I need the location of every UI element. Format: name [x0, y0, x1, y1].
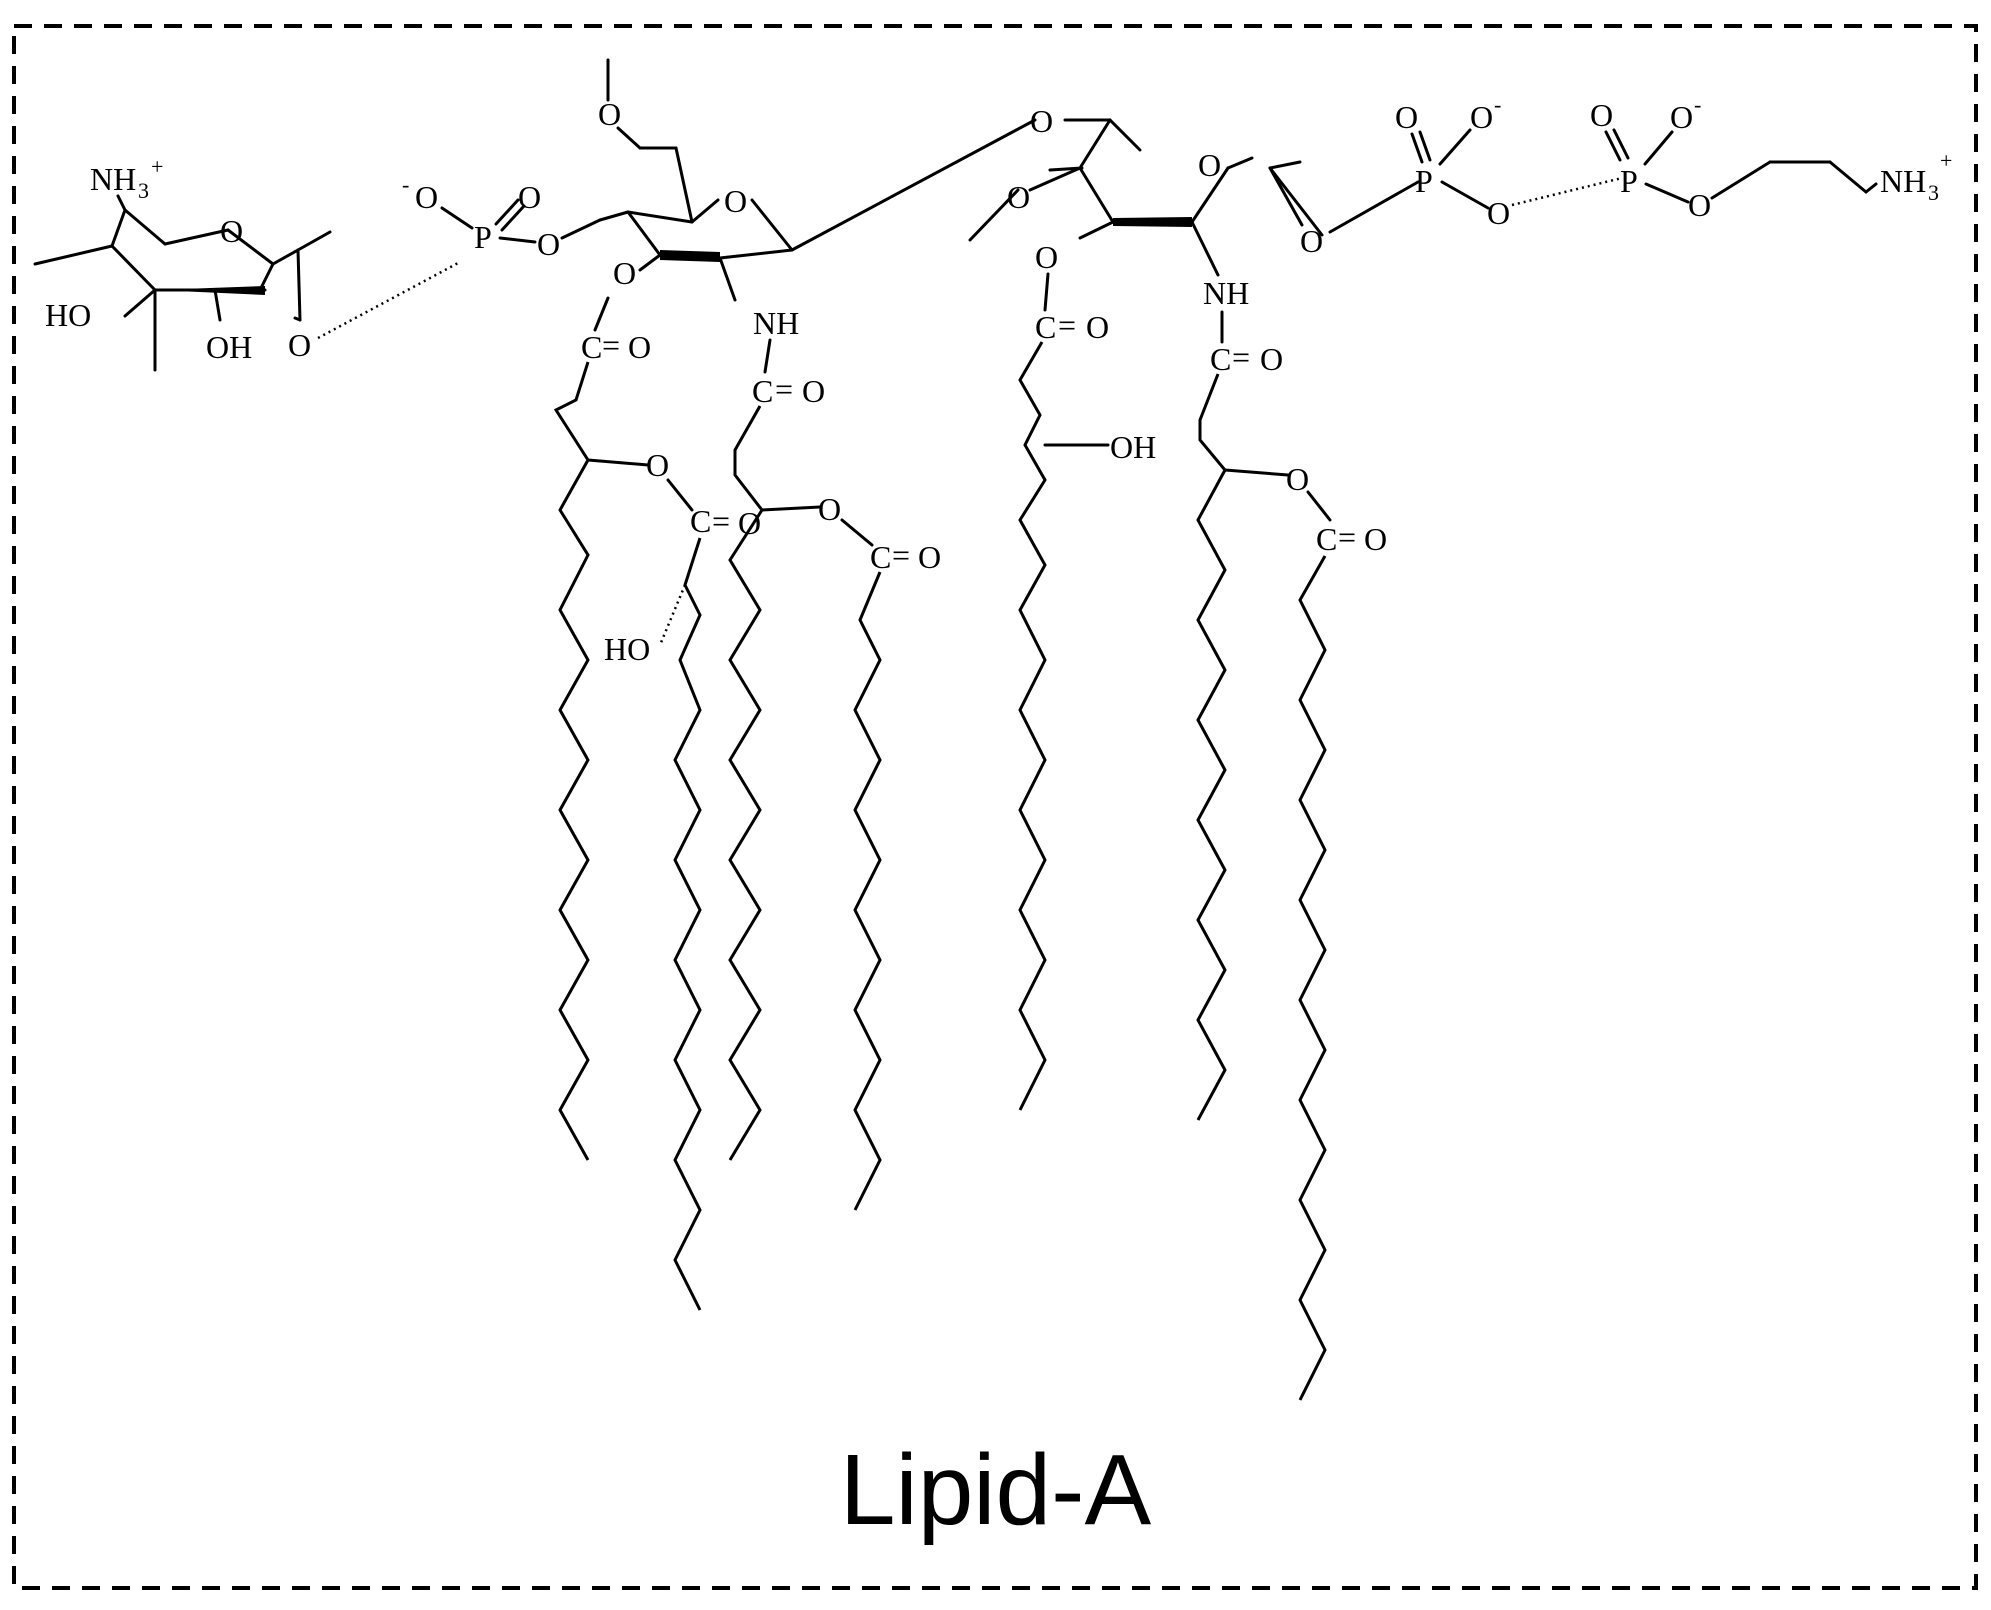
nh3-right-charge: +	[1940, 148, 1952, 173]
ring-1-wedge-front	[155, 286, 265, 295]
ring-1-labels: NH 3 + O HO OH O	[45, 154, 311, 365]
phosphate-2: P O O - O	[1328, 92, 1510, 234]
acyl-chain-d: C = O O C = O	[1196, 310, 1387, 1401]
chain-a-branch-double-bond: =	[712, 503, 730, 539]
phosphate-2-o-double: O	[1395, 99, 1418, 135]
ring-3-glycosidic-oxygen: O	[1030, 103, 1053, 139]
chain-a-branch-carbonyl-o: O	[738, 505, 761, 541]
ring-1-oxygen: O	[220, 213, 243, 249]
phosphate-1: O - P O O	[402, 172, 602, 262]
ring-2-methoxy-oxygen: O	[598, 96, 621, 132]
chain-d-branch-carbonyl-o: O	[1364, 521, 1387, 557]
phosphate-2-minus: -	[1494, 92, 1501, 117]
chain-c-carbonyl-c: C	[1035, 309, 1056, 345]
ring-2-ester-oxygen: O	[613, 255, 636, 291]
chain-b-carbonyl-c: C	[752, 373, 773, 409]
chain-a-carbonyl-c: C	[581, 329, 602, 365]
chain-d-carbonyl-c: C	[1210, 341, 1231, 377]
ring-3-ester-oxygen: O	[1035, 239, 1058, 275]
phosphate-3-o-double: O	[1590, 97, 1613, 133]
ring-2-bonds	[598, 58, 1037, 302]
chain-d-branch-carbonyl-c: C	[1316, 521, 1337, 557]
ring-3-anomeric-oxygen: O	[1300, 223, 1323, 259]
phosphate-1-minus: -	[402, 172, 409, 197]
ring-2-wedge-front	[660, 250, 720, 262]
phosphate-3: P O O - O NH 3 +	[1590, 92, 1952, 223]
chain-a-carbonyl-o: O	[628, 329, 651, 365]
ring-3-labels: O O O O NH O	[1007, 103, 1323, 311]
acyl-chain-c: C = O OH	[1018, 272, 1156, 1111]
chain-d-branch-double-bond: =	[1338, 519, 1356, 555]
ring-2-labels: O O O NH	[598, 96, 799, 341]
ring-2-nh-label: NH	[753, 305, 799, 341]
phosphate-2-o-minus: O	[1470, 99, 1493, 135]
acyl-chain-a: C = O O C = O HO	[553, 296, 761, 1311]
acyl-chain-b: C = O O C = O	[728, 338, 941, 1211]
chain-b-branch-carbonyl-o: O	[918, 539, 941, 575]
nh3-right-subscript: 3	[1928, 180, 1939, 205]
phosphate-3-minus: -	[1694, 92, 1701, 117]
ring-3-wedge-front	[1113, 217, 1192, 227]
chain-b-branch-oxygen: O	[818, 491, 841, 527]
chain-b-double-bond: =	[775, 371, 793, 407]
chain-a-branch-carbonyl-c: C	[690, 503, 711, 539]
figure-caption: Lipid-A	[839, 1434, 1152, 1546]
chain-a-branch-ho: HO	[604, 631, 650, 667]
chain-b-branch-double-bond: =	[892, 537, 910, 573]
chain-d-double-bond: =	[1232, 339, 1250, 375]
ring-3-oxygen: O	[1198, 147, 1221, 183]
phosphate-1-o-bridge: O	[537, 226, 560, 262]
chain-c-oh-label: OH	[1110, 429, 1156, 465]
chain-d-branch-oxygen: O	[1286, 461, 1309, 497]
chain-b-carbonyl-o: O	[802, 373, 825, 409]
chain-b-branch-carbonyl-c: C	[870, 539, 891, 575]
phosphate-1-o-minus: O	[415, 179, 438, 215]
oh-ring-1-label: OH	[206, 329, 252, 365]
phosphate-3-o-ester: O	[1688, 187, 1711, 223]
chain-c-double-bond: =	[1058, 307, 1076, 343]
ring-3-bonds	[968, 118, 1324, 277]
phosphate-1-p: P	[474, 219, 492, 255]
phosphate-2-p: P	[1415, 163, 1433, 199]
chain-d-carbonyl-o: O	[1260, 341, 1283, 377]
ring-2-oxygen: O	[724, 183, 747, 219]
ring-3-methoxy-oxygen: O	[1007, 179, 1030, 215]
dashed-frame	[12, 24, 1978, 1590]
nh3-right-label: NH	[1880, 163, 1926, 199]
ring-1-to-phosphate-dotted-bond	[317, 260, 461, 340]
phosphate-3-p: P	[1620, 163, 1638, 199]
phosphate-2-to-phosphate-3-dotted-bond	[1511, 176, 1623, 207]
phosphate-3-o-minus: O	[1670, 99, 1693, 135]
nh3-left-subscript: 3	[138, 178, 149, 203]
ring-3-nh-label: NH	[1203, 275, 1249, 311]
chain-a-branch-oxygen: O	[646, 447, 669, 483]
ring-1-anomeric-oxygen: O	[288, 327, 311, 363]
ho-left-label: HO	[45, 297, 91, 333]
nh3-left-label: NH	[90, 161, 136, 197]
chain-c-carbonyl-o: O	[1086, 309, 1109, 345]
nh3-left-charge: +	[151, 154, 163, 179]
chain-a-double-bond: =	[602, 327, 620, 363]
phosphate-2-o-bridge: O	[1487, 195, 1510, 231]
